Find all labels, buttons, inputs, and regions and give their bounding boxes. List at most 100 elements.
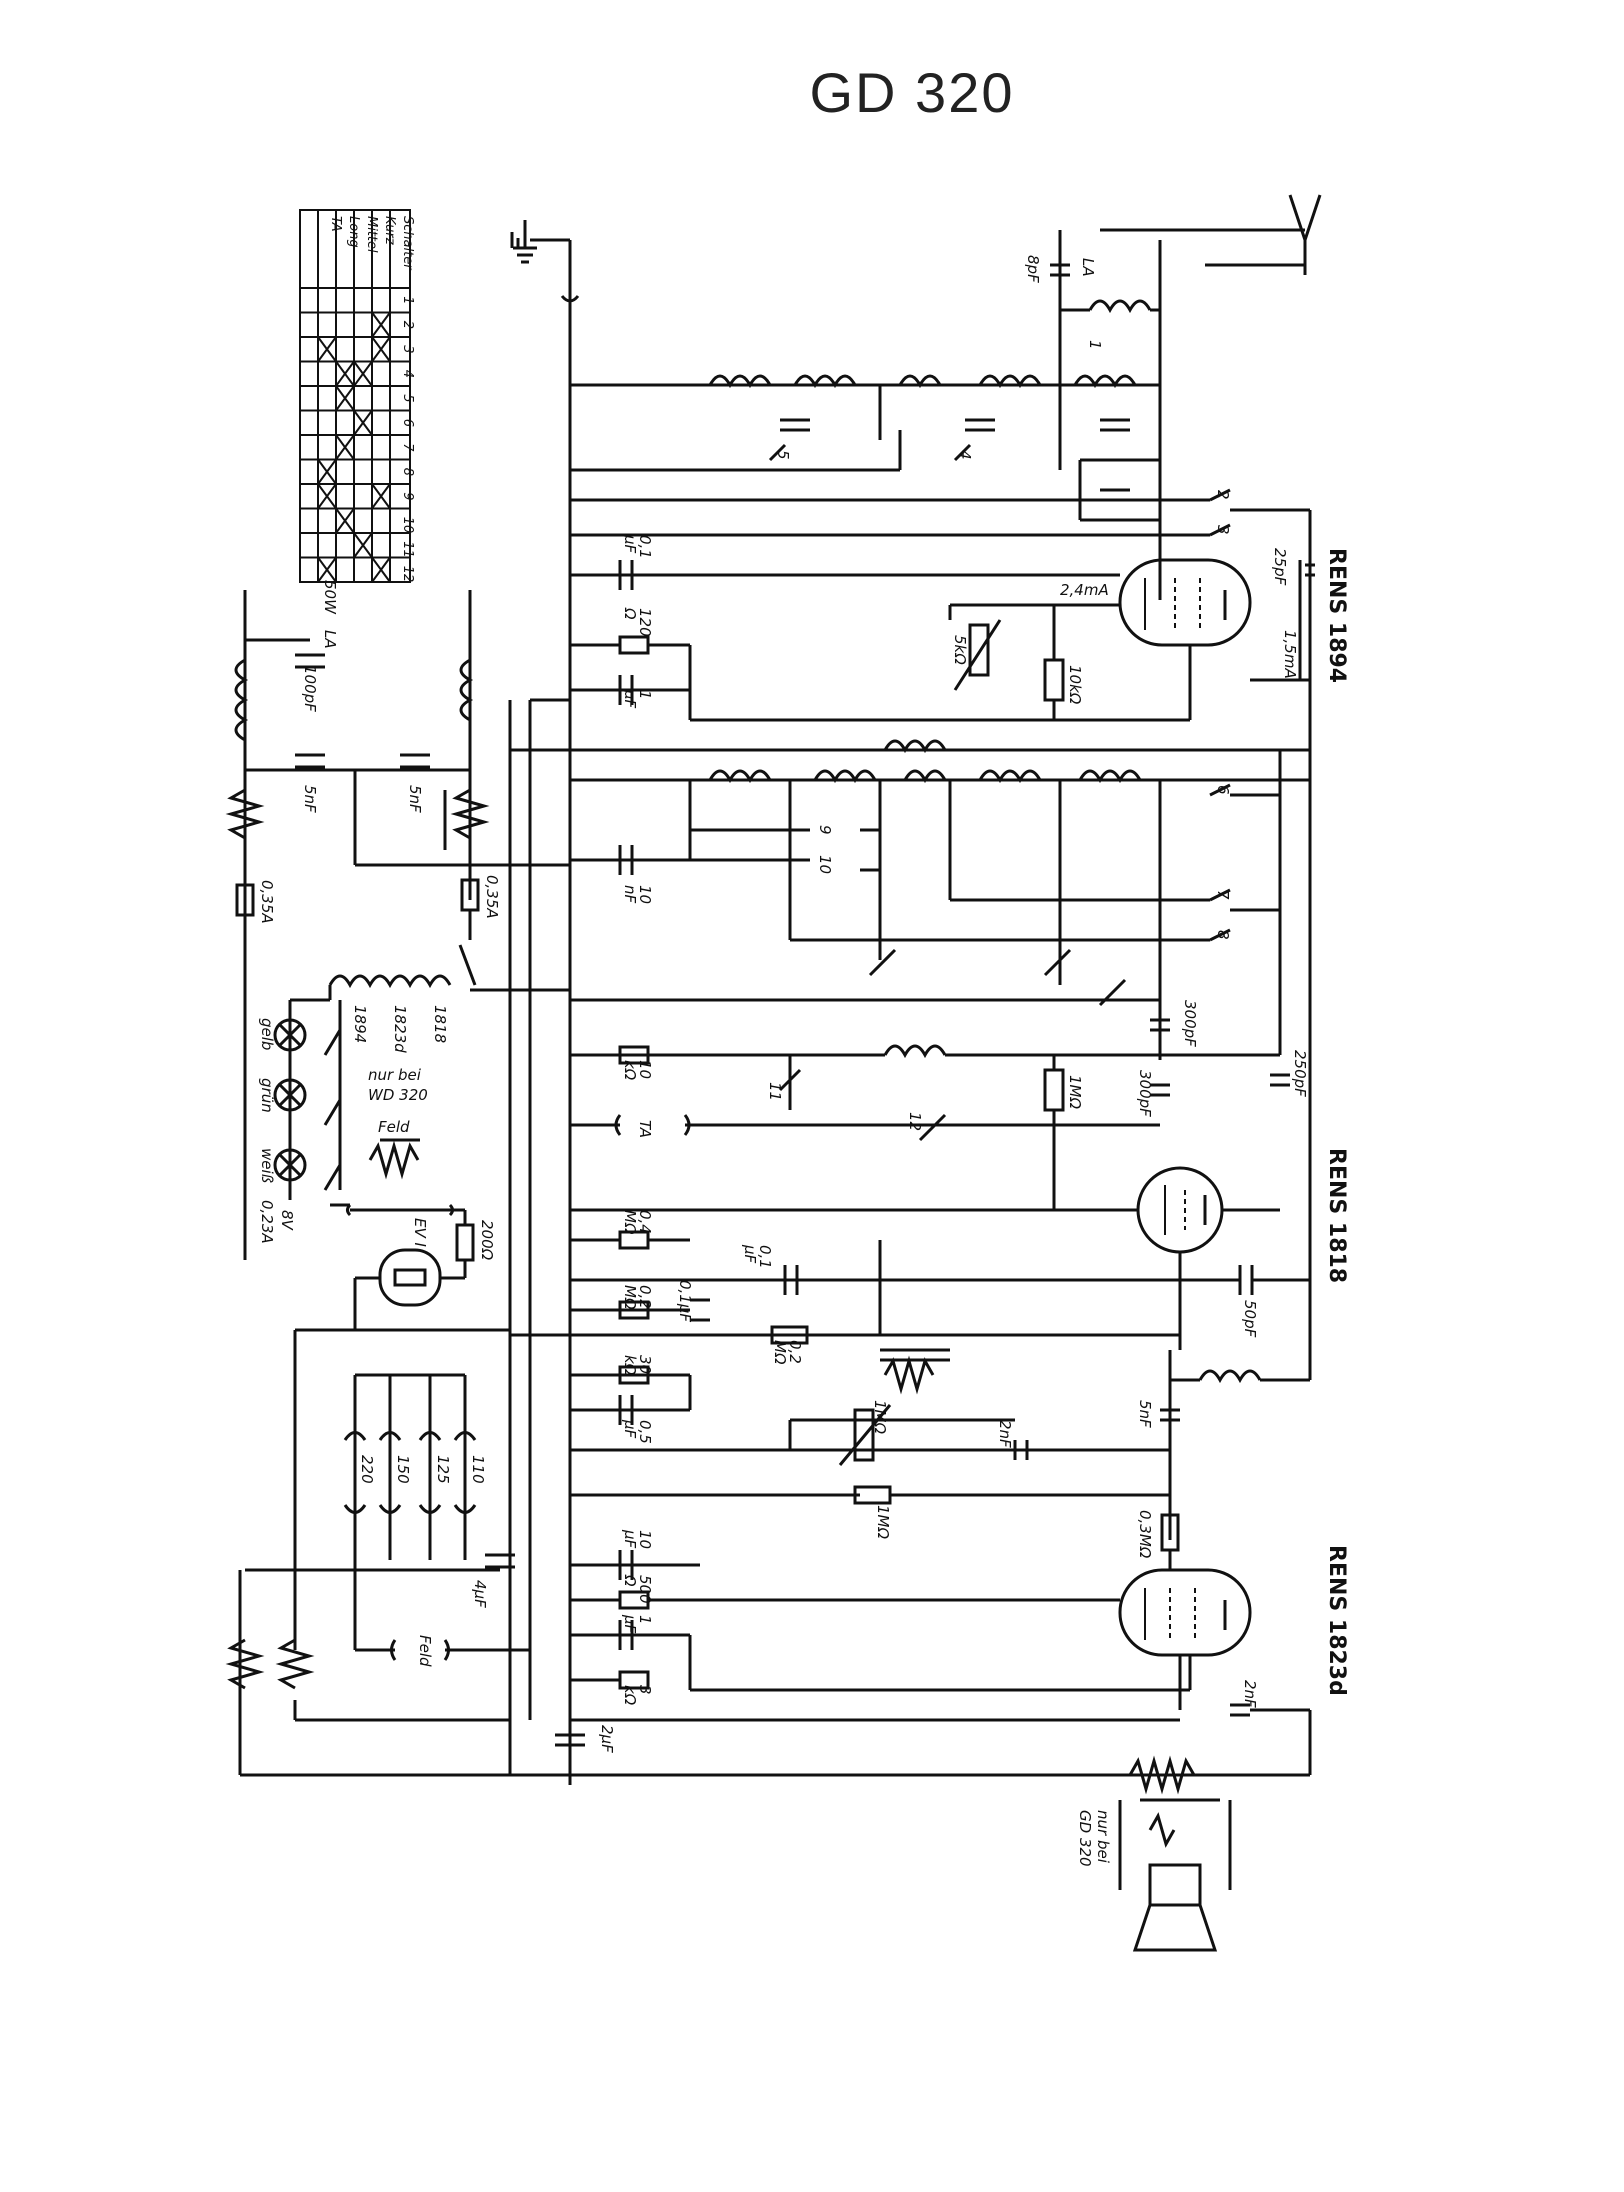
table-col-number: 2	[400, 321, 415, 329]
label-0-4: 0,4	[636, 1210, 654, 1234]
label-150: 150	[394, 1455, 412, 1484]
table-cross-mark	[317, 336, 337, 363]
label-5kohm: 5kΩ	[951, 635, 969, 665]
label-nur-bei-2: nur bei	[1094, 1810, 1112, 1864]
label-ev1: EV I	[411, 1218, 429, 1248]
table-header: Schalter	[400, 216, 415, 271]
label-10-uf-unit: μF	[621, 1529, 639, 1549]
label-300pf-b: 300pF	[1136, 1070, 1154, 1117]
label-300pf-a: 300pF	[1181, 1000, 1199, 1047]
label-120: 120	[636, 608, 654, 637]
label-8v: 8V	[278, 1210, 296, 1232]
label-5nf-b: 5nF	[406, 785, 424, 813]
label-4uf: 4μF	[471, 1580, 489, 1608]
label-0-3mohm: 0,3MΩ	[1136, 1510, 1154, 1559]
label-5nf-c: 5nF	[1136, 1400, 1154, 1428]
switch-3: 3	[1214, 525, 1232, 535]
switch-12: 12	[906, 1112, 924, 1131]
label-1894: 1894	[351, 1005, 369, 1043]
table-cross-mark	[371, 336, 391, 363]
label-110: 110	[469, 1455, 487, 1484]
switch-4: 4	[956, 450, 974, 460]
table-cross-mark	[353, 532, 373, 559]
switch-10: 10	[816, 855, 834, 874]
label-30-unit: kΩ	[621, 1355, 639, 1376]
rf-input-section	[570, 230, 1315, 1380]
label-250pf: 250pF	[1291, 1050, 1309, 1097]
tube-label-rens-1894: RENS 1894	[1324, 548, 1349, 683]
table-col-number: 8	[400, 468, 415, 476]
table-cross-mark	[371, 311, 391, 338]
label-1mohm: 1MΩ	[1066, 1075, 1084, 1109]
switch-5: 5	[774, 450, 792, 460]
label-ta: TA	[636, 1120, 654, 1138]
label-1818: 1818	[431, 1005, 449, 1043]
label-weiss: weiß	[258, 1148, 276, 1183]
switch-7: 7	[1214, 890, 1232, 900]
label-2nf-b: 2nF	[1241, 1680, 1259, 1708]
table-cross-mark	[335, 507, 355, 534]
label-gd320: GD 320	[1076, 1810, 1094, 1867]
switch-11: 11	[766, 1082, 784, 1101]
label-wd320: WD 320	[368, 1086, 428, 1104]
label-10k-input: 10	[636, 1060, 654, 1079]
table-cross-mark	[335, 360, 355, 387]
label-10-uf: 10	[636, 1530, 654, 1549]
label-8pf: 8pF	[1024, 255, 1042, 283]
label-500-unit: Ω	[621, 1574, 639, 1587]
table-cross-mark	[317, 458, 337, 485]
label-1b: 1	[636, 1615, 654, 1625]
label-500: 500	[636, 1575, 654, 1604]
label-25pf: 25pF	[1271, 548, 1289, 586]
table-row-ta: TA	[328, 216, 343, 232]
table-cross-mark	[353, 360, 373, 387]
table-col-number: 5	[400, 394, 415, 402]
table-col-number: 12	[400, 566, 415, 583]
label-1mohm-pot: 1MΩ	[871, 1400, 889, 1434]
tube-label-rens-1818: RENS 1818	[1324, 1148, 1349, 1283]
power-supply	[225, 590, 570, 1775]
label-120-unit: Ω	[621, 607, 639, 620]
label-grun: grün	[258, 1078, 276, 1113]
output-stage	[240, 1755, 1310, 1952]
table-col-number: 11	[400, 541, 415, 558]
label-2nf: 2nF	[996, 1420, 1014, 1448]
label-220: 220	[358, 1455, 376, 1484]
table-cross-mark	[335, 385, 355, 412]
label-1823d: 1823d	[391, 1005, 409, 1053]
table-cross-mark	[353, 409, 373, 436]
table-col-number: 1	[400, 296, 415, 304]
tube-rens-1894	[1118, 558, 1252, 647]
table-col-number: 4	[400, 370, 415, 378]
label-100pf: 100pF	[301, 665, 319, 712]
label-0-5: 0,5	[636, 1420, 654, 1444]
table-row-mittel: Mittel	[364, 216, 379, 253]
label-la-top: LA	[1079, 258, 1097, 277]
label-2uf: 2μF	[598, 1725, 616, 1753]
switch-9: 9	[816, 825, 834, 835]
label-3-unit: kΩ	[621, 1685, 639, 1706]
tube-labels: RENS 1894 RENS 1818 RENS 1823d	[1324, 548, 1349, 1696]
label-2-4ma: 2,4mA	[1060, 581, 1109, 599]
label-200ohm: 200Ω	[478, 1220, 496, 1261]
switch-table: Schalter Kurz Mittel Long TA 12345678910…	[299, 209, 415, 583]
label-0-2-unit: MΩ	[621, 1285, 639, 1310]
label-1b-unit: μF	[621, 1614, 639, 1634]
label-10k-input-unit: kΩ	[621, 1060, 639, 1081]
label-10nf: 10	[636, 885, 654, 904]
label-5nf-a: 5nF	[301, 785, 319, 813]
label-0-1b-unit: μF	[741, 1244, 759, 1264]
label-0-1c: 0,1μF	[676, 1280, 694, 1322]
label-50w: 50W	[321, 580, 339, 615]
table-col-number: 6	[400, 419, 415, 427]
table-col-number: 7	[400, 443, 415, 452]
label-nur-bei: nur bei	[368, 1066, 422, 1084]
label-30: 30	[636, 1355, 654, 1374]
label-0-35a-b: 0,35A	[483, 875, 501, 919]
label-0-5-unit: μF	[621, 1419, 639, 1439]
tube-rens-1823d	[1118, 1568, 1252, 1657]
label-0-1-unit: μF	[621, 534, 639, 554]
label-feld2: Feld	[416, 1635, 434, 1667]
